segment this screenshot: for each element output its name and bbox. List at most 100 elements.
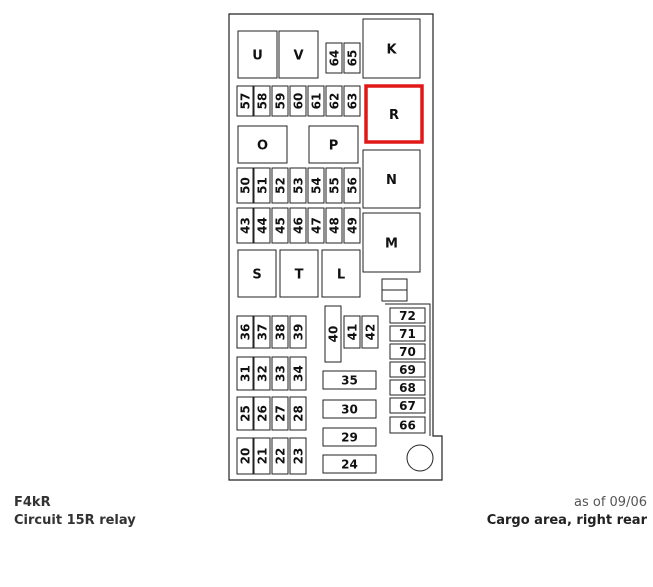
fuse-33 <box>271 356 289 391</box>
fuse-label-62: 62 <box>328 93 342 110</box>
fuse-67 <box>389 397 426 414</box>
fuse-label-49: 49 <box>346 217 360 234</box>
fuse-label-53: 53 <box>292 177 306 194</box>
fuse-24 <box>322 454 377 474</box>
fuse-29 <box>322 427 377 447</box>
fuse-label-22: 22 <box>274 448 288 465</box>
fuse-label-26: 26 <box>256 405 270 422</box>
relay-label-r: R <box>389 108 399 123</box>
fuse-box-inner-outline <box>385 303 431 436</box>
fuse-label-36: 36 <box>239 324 253 341</box>
relay-label-s: S <box>252 268 261 283</box>
fuse-55 <box>325 167 343 204</box>
fuse-label-54: 54 <box>310 177 324 194</box>
fuse-40 <box>324 305 342 363</box>
relay-n <box>362 149 421 209</box>
fuse-label-55: 55 <box>328 177 342 194</box>
fuse-label-71: 71 <box>399 327 416 341</box>
fuse-43 <box>236 207 254 244</box>
fuse-65 <box>343 42 361 74</box>
fuse-label-32: 32 <box>256 365 270 382</box>
fuse-35 <box>322 370 377 390</box>
fuse-label-68: 68 <box>399 381 416 395</box>
relay-label-o: O <box>257 139 268 154</box>
fuse-label-69: 69 <box>399 363 416 377</box>
fuse-62 <box>325 85 343 117</box>
fuse-28 <box>289 396 307 431</box>
fuse-70 <box>389 343 426 360</box>
fuse-label-41: 41 <box>346 324 360 341</box>
fuse-label-25: 25 <box>239 405 253 422</box>
fuse-label-52: 52 <box>274 177 288 194</box>
relay-r <box>364 84 424 144</box>
fuse-label-23: 23 <box>292 448 306 465</box>
fuse-label-28: 28 <box>292 405 306 422</box>
relay-m <box>362 212 421 273</box>
fuse-59 <box>271 85 289 117</box>
fuse-32 <box>253 356 271 391</box>
fuse-41 <box>343 315 361 349</box>
fuse-34 <box>289 356 307 391</box>
fuse-44 <box>253 207 271 244</box>
fuse-label-61: 61 <box>310 93 324 110</box>
fuse-42 <box>361 315 379 349</box>
fuse-label-47: 47 <box>310 217 324 234</box>
fuse-56 <box>343 167 361 204</box>
fuse-label-39: 39 <box>292 324 306 341</box>
fuse-label-44: 44 <box>256 217 270 234</box>
relay-s <box>237 249 277 298</box>
fuse-47 <box>307 207 325 244</box>
fuse-71 <box>389 325 426 342</box>
fuse-label-66: 66 <box>399 419 416 433</box>
fuse-30 <box>322 399 377 419</box>
fuse-label-60: 60 <box>292 93 306 110</box>
fuse-52 <box>271 167 289 204</box>
fuse-63 <box>343 85 361 117</box>
relay-p <box>308 125 359 164</box>
fuse-label-43: 43 <box>239 217 253 234</box>
fuse-68 <box>389 379 426 396</box>
fuse-label-67: 67 <box>399 399 416 413</box>
fuse-label-24: 24 <box>341 458 358 472</box>
fuse-46 <box>289 207 307 244</box>
relay-k <box>362 18 421 79</box>
fuse-37 <box>253 315 271 349</box>
fuse-label-31: 31 <box>239 365 253 382</box>
mounting-hole <box>406 444 434 472</box>
fuse-label-70: 70 <box>399 345 416 359</box>
fuse-23 <box>289 437 307 475</box>
fuse-27 <box>271 396 289 431</box>
mounting-location: Cargo area, right rear <box>486 513 647 528</box>
fuse-38 <box>271 315 289 349</box>
fuse-57 <box>236 85 254 117</box>
fuse-label-40: 40 <box>327 326 341 343</box>
fuse-36 <box>236 315 254 349</box>
fuse-61 <box>307 85 325 117</box>
fuse-label-57: 57 <box>239 93 253 110</box>
relay-label-t: T <box>295 268 304 283</box>
fuse-20 <box>236 437 254 475</box>
fuse-49 <box>343 207 361 244</box>
fuse-48 <box>325 207 343 244</box>
fuse-54 <box>307 167 325 204</box>
relay-l <box>321 249 361 298</box>
fuse-label-30: 30 <box>341 403 358 417</box>
component-code: F4kR <box>14 495 51 510</box>
relay-label-k: K <box>386 43 397 58</box>
fuse-72 <box>389 307 426 324</box>
relay-label-p: P <box>329 139 339 154</box>
fuse-label-65: 65 <box>346 50 360 67</box>
fuse-label-33: 33 <box>274 365 288 382</box>
fuse-22 <box>271 437 289 475</box>
fuse-label-58: 58 <box>256 93 270 110</box>
fuse-label-29: 29 <box>341 431 358 445</box>
fuse-label-42: 42 <box>364 324 378 341</box>
fuse-31 <box>236 356 254 391</box>
fuse-26 <box>253 396 271 431</box>
fuse-label-46: 46 <box>292 217 306 234</box>
relay-label-u: U <box>252 49 263 64</box>
fuse-53 <box>289 167 307 204</box>
relay-label-l: L <box>337 268 345 283</box>
